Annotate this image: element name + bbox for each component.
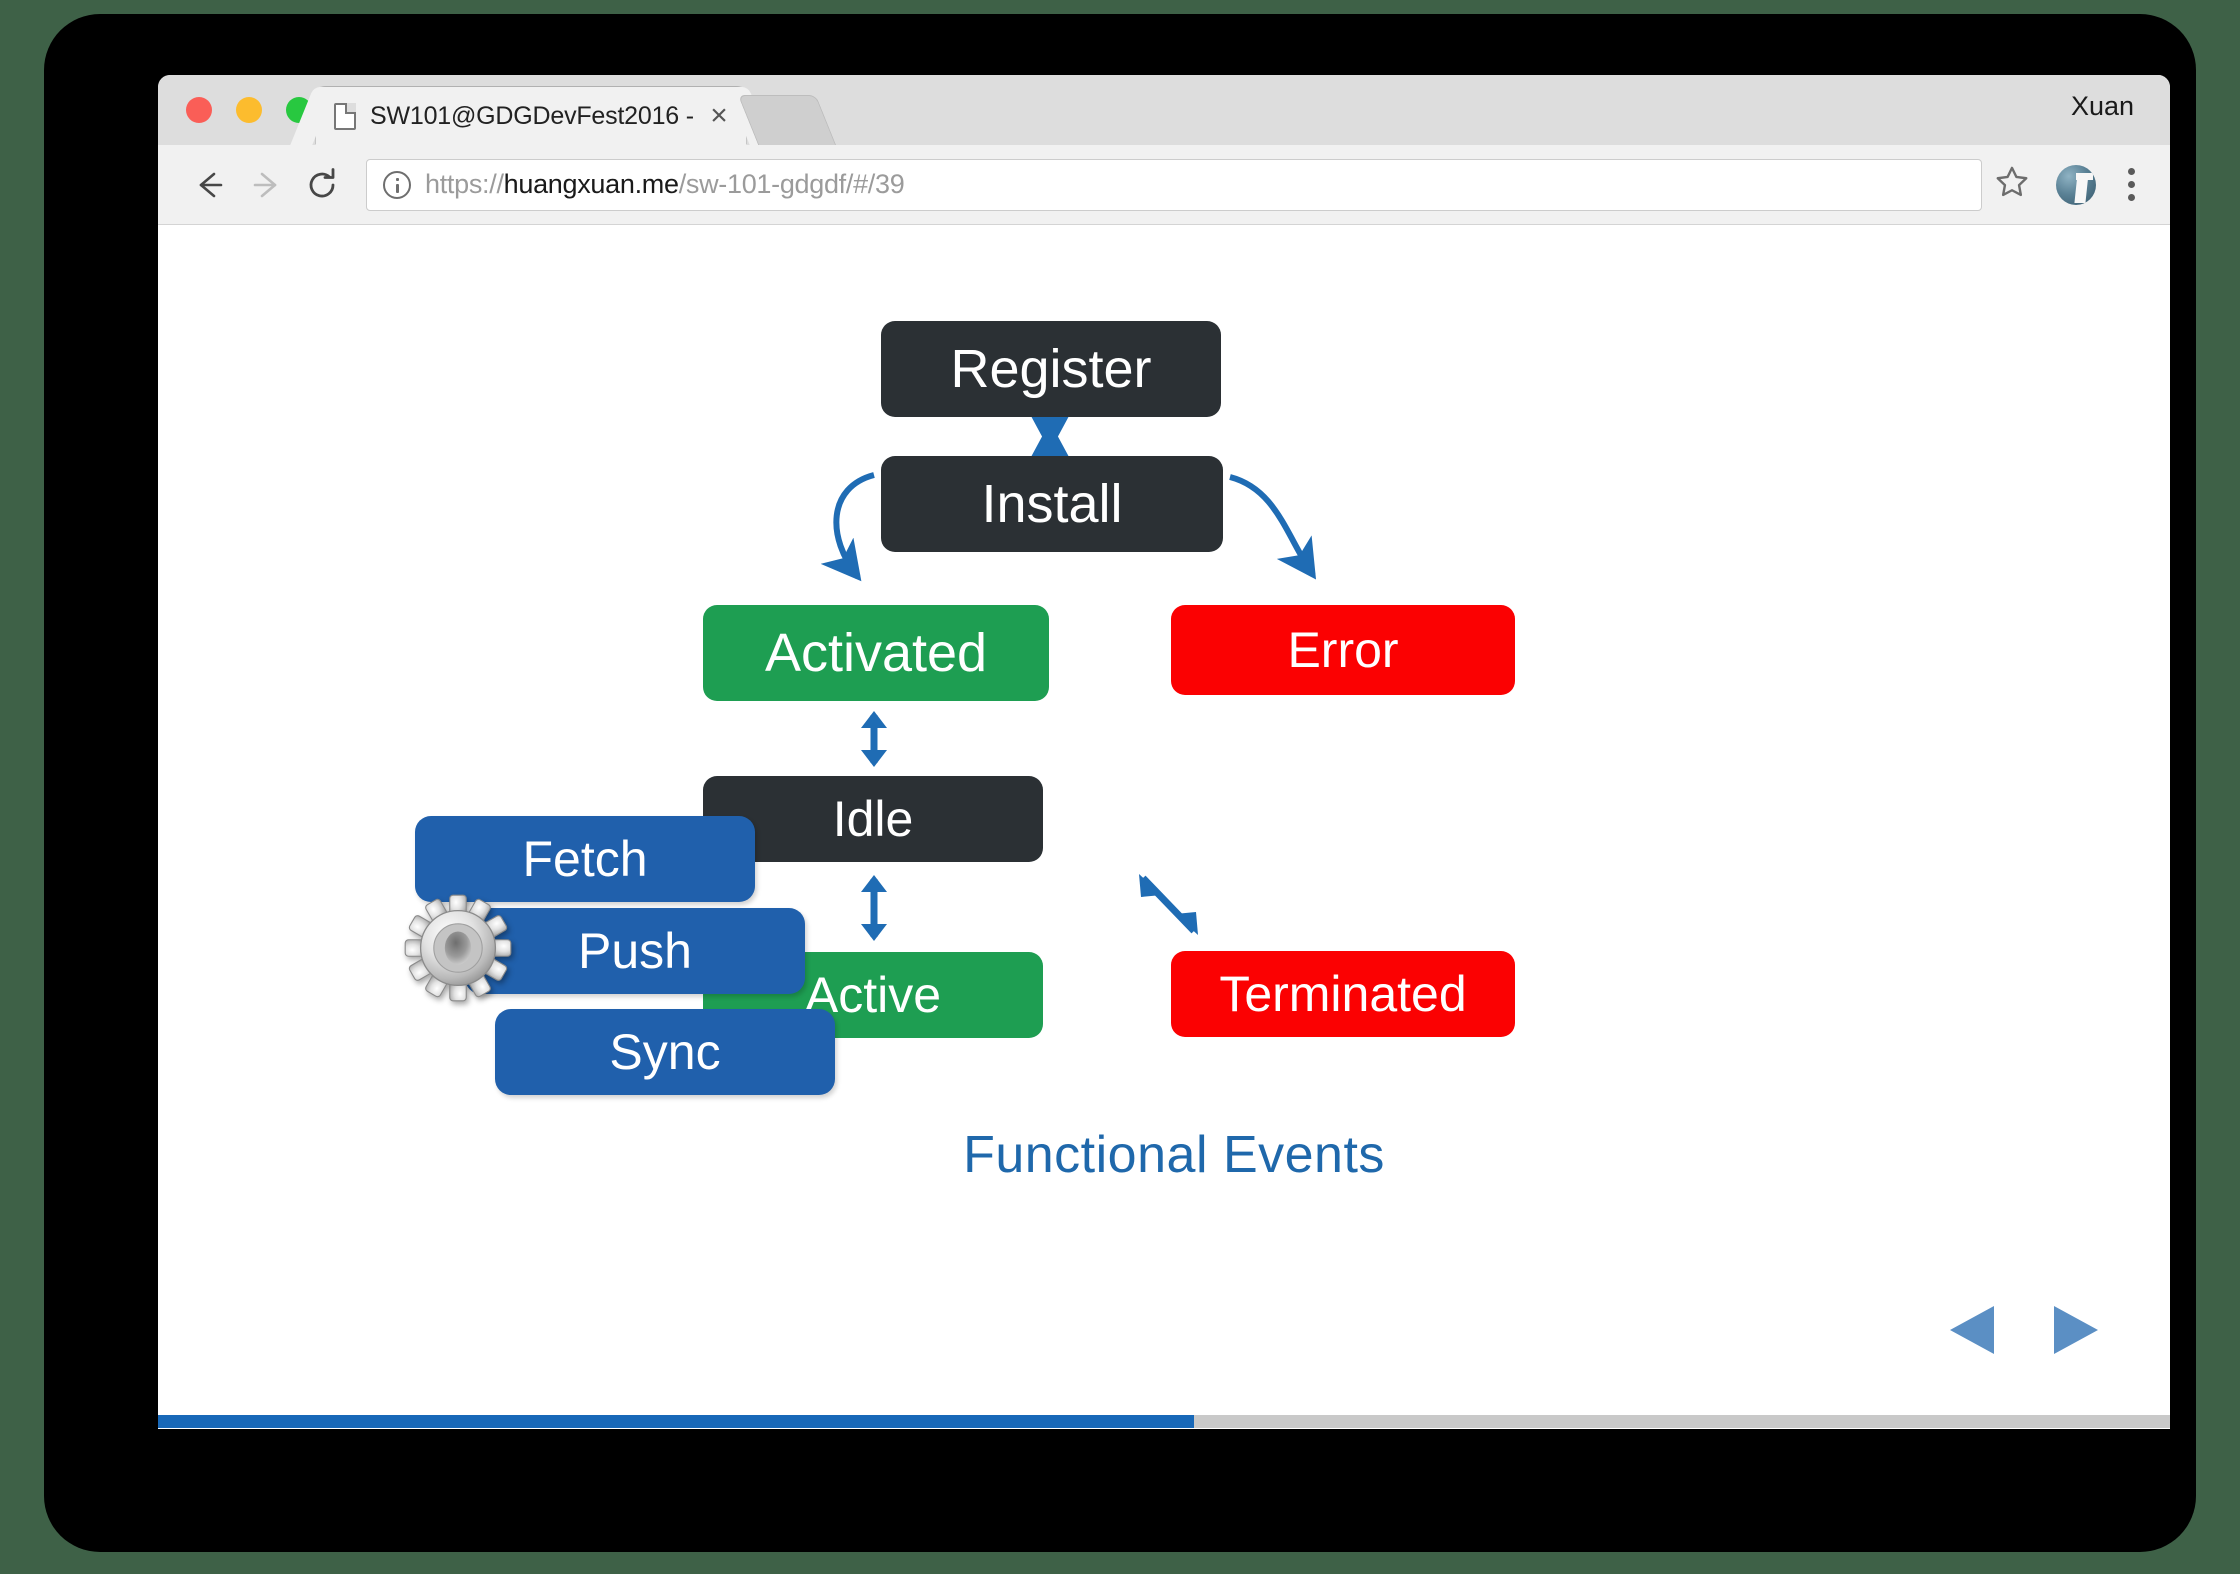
state-box-register[interactable]: Register: [881, 321, 1221, 417]
page-icon: [334, 102, 356, 130]
slide-content: Register Install Activated Error Idle Ac…: [158, 225, 2170, 1428]
url-path: /sw-101-gdgdf/#/39: [678, 169, 905, 199]
url-scheme: https://: [425, 169, 504, 199]
bookmark-star-icon[interactable]: [1994, 164, 2034, 205]
arrow-activated-idle: [861, 711, 887, 767]
event-box-fetch[interactable]: Fetch: [415, 816, 755, 902]
triangle-left-icon[interactable]: [1946, 1302, 1998, 1358]
arrow-idle-active: [861, 875, 887, 941]
state-box-idle[interactable]: Idle: [703, 776, 1043, 862]
arrow-active-terminated: [1139, 874, 1198, 935]
slide-nav-controls: [1946, 1302, 2102, 1358]
profile-avatar-icon[interactable]: [2056, 164, 2096, 205]
state-box-terminated[interactable]: Terminated: [1171, 951, 1515, 1037]
forward-button[interactable]: [238, 157, 294, 213]
tab-strip: SW101@GDGDevFest2016 - ( × Xuan: [158, 75, 2170, 145]
close-window-button[interactable]: [186, 97, 212, 123]
browser-window: SW101@GDGDevFest2016 - ( × Xuan: [158, 75, 2170, 1429]
profile-name-label: Xuan: [2070, 91, 2134, 121]
device-frame: SW101@GDGDevFest2016 - ( × Xuan: [44, 14, 2196, 1552]
arrow-install-error: [1229, 474, 1317, 580]
url-text: https://huangxuan.me/sw-101-gdgdf/#/39: [425, 169, 905, 200]
url-host: huangxuan.me: [503, 169, 679, 199]
browser-tab-active[interactable]: SW101@GDGDevFest2016 - ( ×: [316, 87, 746, 145]
arrow-right-icon: [253, 172, 277, 197]
reload-icon: [309, 167, 335, 197]
state-box-install[interactable]: Install: [881, 456, 1223, 552]
slide-progress-fill: [158, 1415, 1195, 1428]
browser-toolbar: https://huangxuan.me/sw-101-gdgdf/#/39: [158, 145, 2170, 225]
event-box-sync[interactable]: Sync: [495, 1009, 835, 1095]
address-bar[interactable]: https://huangxuan.me/sw-101-gdgdf/#/39: [366, 158, 1982, 211]
state-box-activated[interactable]: Activated: [703, 605, 1049, 701]
slide-caption-text: Functional Events: [963, 1126, 1385, 1184]
reload-button[interactable]: [294, 157, 350, 213]
three-dot-menu-icon[interactable]: [2116, 168, 2146, 201]
arrow-left-icon: [199, 172, 223, 197]
arrow-install-activated: [820, 472, 875, 582]
tab-title: SW101@GDGDevFest2016 - (: [370, 101, 702, 130]
slide-progress-track[interactable]: [158, 1415, 2170, 1428]
event-box-push[interactable]: Push: [465, 908, 805, 994]
back-button[interactable]: [182, 157, 238, 213]
state-box-error[interactable]: Error: [1171, 605, 1515, 695]
gear-icon: [404, 894, 512, 1002]
window-traffic-lights: [186, 97, 312, 123]
info-circle-icon[interactable]: [383, 170, 411, 199]
slide-caption: Functional Events: [158, 1125, 2170, 1185]
triangle-right-icon[interactable]: [2050, 1302, 2102, 1358]
minimize-window-button[interactable]: [236, 97, 262, 123]
close-icon[interactable]: ×: [710, 99, 728, 132]
